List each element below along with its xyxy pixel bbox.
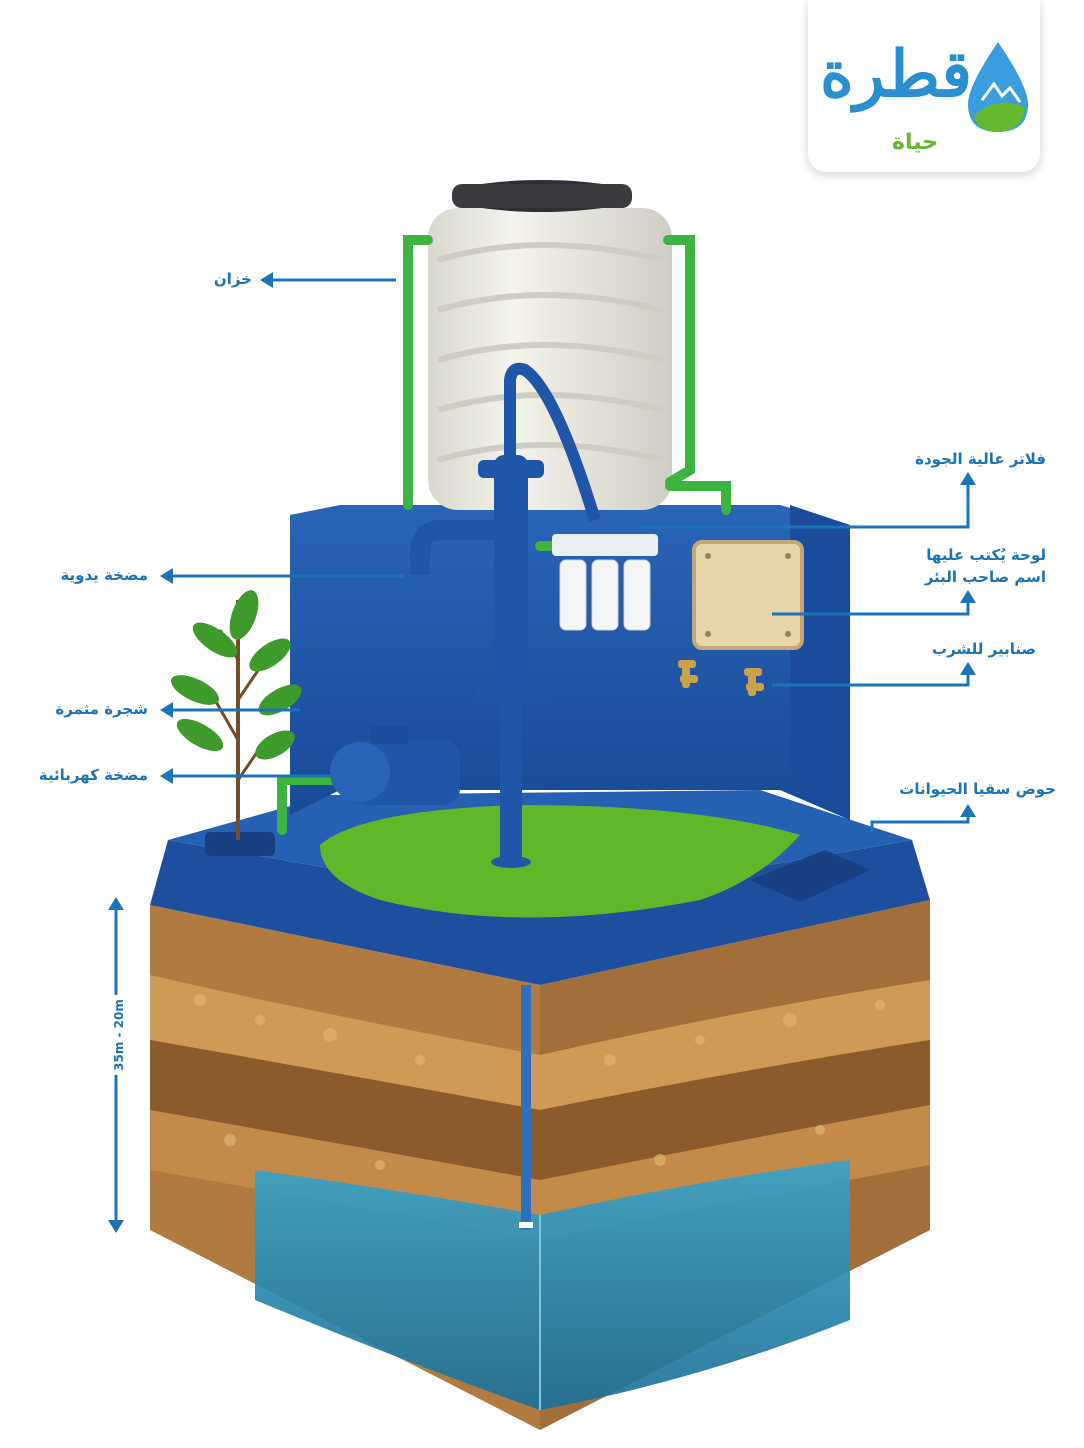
water-tank (428, 180, 672, 510)
electric-pump (330, 726, 460, 805)
soil-block (150, 900, 930, 1430)
well-pipe (521, 985, 531, 1230)
tree-planter (205, 832, 275, 856)
drinking-taps (678, 660, 764, 696)
aquifer-water (255, 1160, 850, 1410)
platform (150, 790, 930, 985)
depth-indicator: 35m - 20m (104, 995, 134, 1075)
green-pipes (277, 235, 731, 835)
logo-text: قطرة (820, 37, 972, 112)
label-filters: فلاتر عالية الجودة (915, 450, 1046, 468)
label-electric-pump: مضخة كهربائية (38, 766, 148, 784)
label-fruit-tree: شجرة مثمرة (55, 700, 148, 718)
label-sign-line2: اسم صاحب البئر (924, 568, 1046, 586)
label-tank: خزان (213, 270, 252, 288)
animal-trough (750, 850, 870, 902)
water-filters (552, 534, 658, 631)
arrow-heads (108, 272, 976, 1233)
owner-sign (692, 540, 804, 650)
logo-subtext: حياة (891, 130, 939, 155)
green-basin (320, 805, 800, 918)
label-trough: حوض سقيا الحيوانات (899, 780, 1056, 798)
label-sign-line1: لوحة يُكتب عليها (926, 546, 1046, 564)
fruit-tree (170, 590, 302, 840)
depth-label: 35m - 20m (112, 995, 126, 1075)
water-drop-icon (968, 42, 1028, 132)
label-hand-pump: مضخة يدوية (60, 566, 148, 584)
label-taps: صنابير للشرب (932, 640, 1036, 658)
hand-pump (410, 362, 601, 868)
